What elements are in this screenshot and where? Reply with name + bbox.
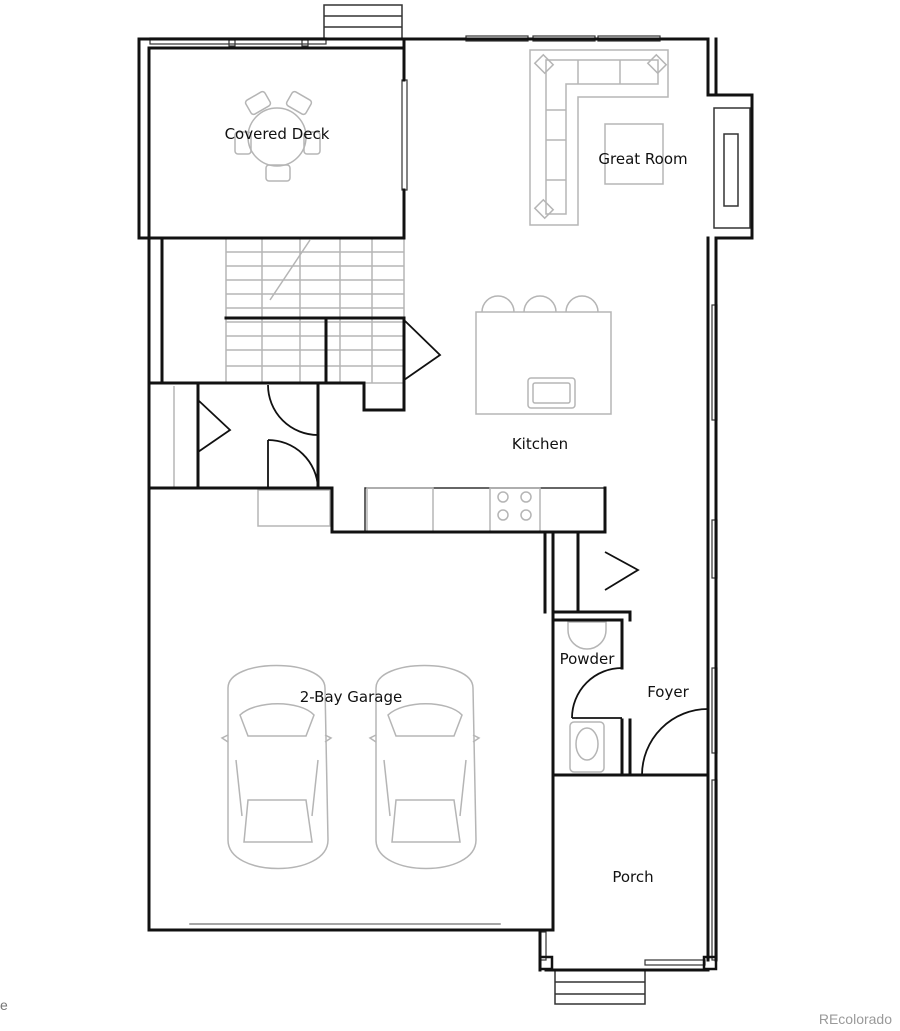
island-sink (527, 377, 576, 409)
doors (197, 319, 709, 776)
coffee-table (604, 123, 664, 185)
edge-fragment-text: e (0, 997, 8, 1013)
stairs (225, 237, 405, 384)
walls (137, 37, 754, 972)
room-label-foyer: Foyer (647, 683, 689, 701)
fixtures (173, 4, 751, 1005)
car-left (220, 664, 333, 870)
room-label-garage: 2-Bay Garage (300, 688, 402, 706)
car-right (368, 664, 481, 870)
deck-table (247, 107, 307, 167)
powder-sink (569, 721, 605, 773)
sectional-sofa (529, 49, 669, 226)
room-label-covered-deck: Covered Deck (225, 125, 330, 143)
fireplace (713, 107, 751, 229)
room-label-kitchen: Kitchen (512, 435, 568, 453)
toilet (567, 621, 607, 650)
porch-posts (538, 955, 718, 971)
deck-top-box (323, 4, 403, 40)
room-label-porch: Porch (612, 868, 653, 886)
room-label-great-room: Great Room (598, 150, 687, 168)
cooktop (489, 487, 541, 533)
room-label-powder: Powder (560, 650, 616, 668)
watermark: REcolorado (818, 1011, 892, 1027)
kitchen-island (475, 311, 612, 415)
porch-steps (554, 969, 646, 1005)
kitchen-counter (364, 487, 606, 533)
